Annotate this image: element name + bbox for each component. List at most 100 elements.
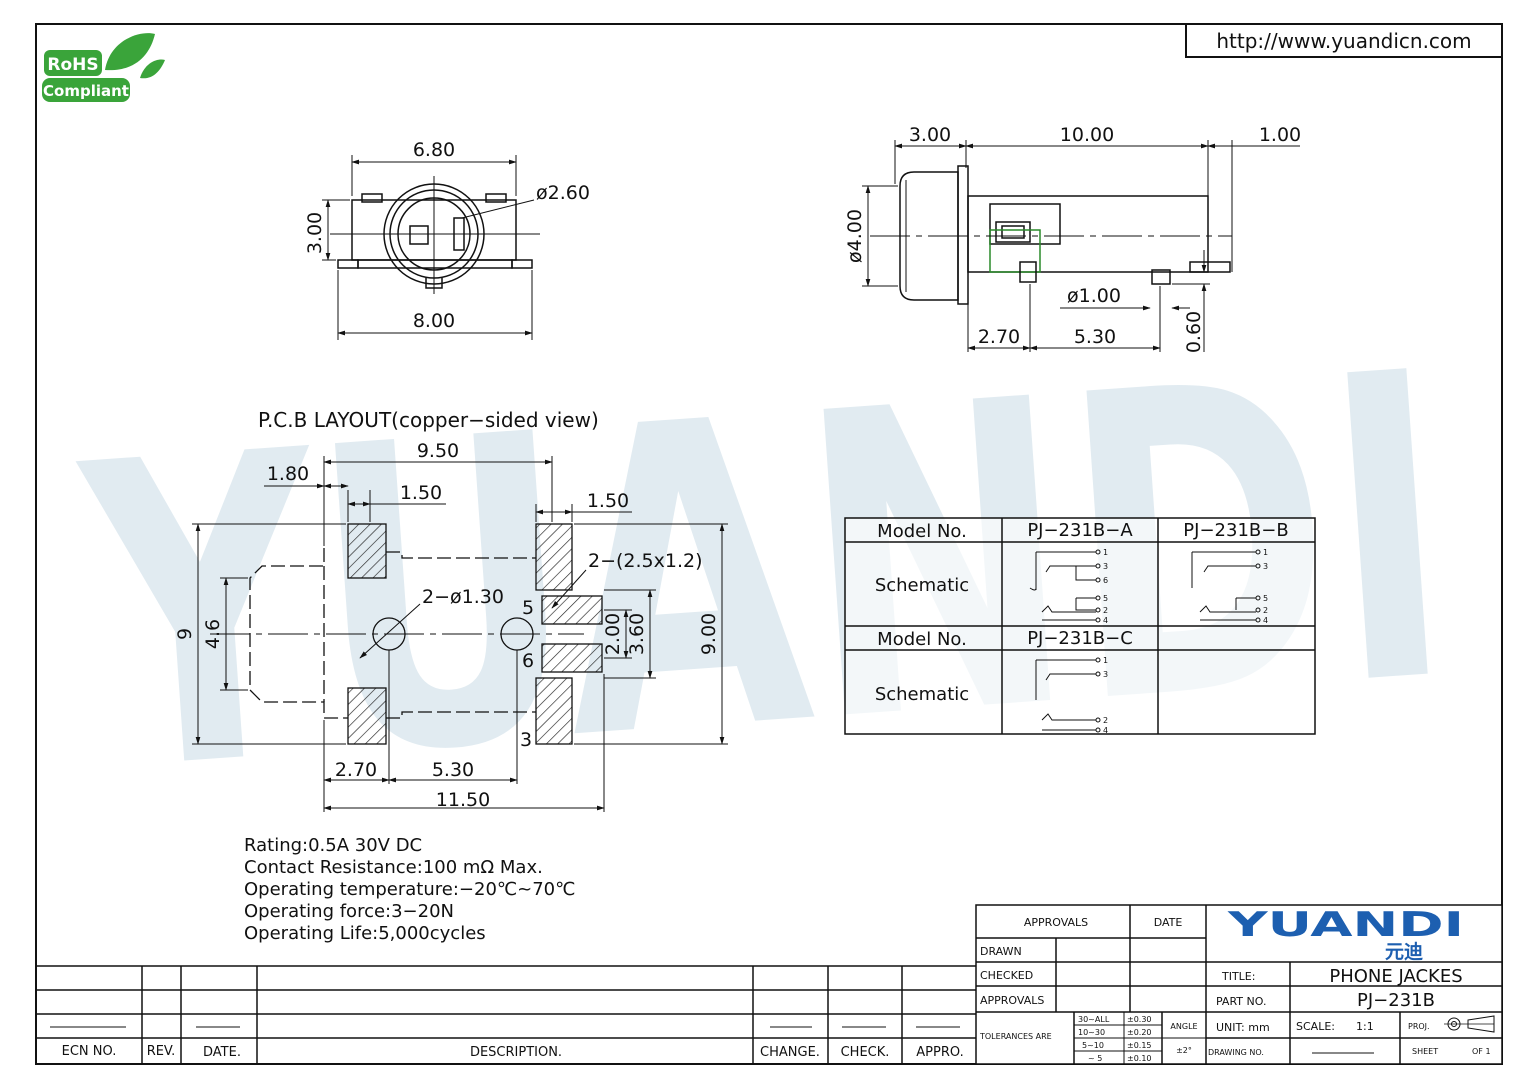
- tb-date-header: DATE: [1154, 916, 1183, 929]
- rev-rev: REV.: [147, 1044, 176, 1059]
- rev-ecn: ECN NO.: [62, 1044, 117, 1059]
- pcb-b3: 11.50: [436, 789, 490, 811]
- tb-sheet: SHEET: [1412, 1047, 1438, 1056]
- tb-angle: ANGLE: [1170, 1022, 1197, 1031]
- tb-tolerances: TOLERANCES ARE: [979, 1032, 1052, 1041]
- side-d6: 0.60: [1183, 311, 1205, 353]
- url-box: [1185, 23, 1503, 58]
- pcb-b1: 2.70: [335, 759, 377, 781]
- svg-text:±0.10: ±0.10: [1127, 1054, 1152, 1063]
- spec-life: Operating Life:5,000cycles: [244, 923, 486, 944]
- tb-drawing-no: DRAWING NO.: [1208, 1048, 1264, 1057]
- pin-5-label: 5: [522, 597, 534, 619]
- tb-part-label: PART NO.: [1216, 995, 1266, 1008]
- tb-checked: CHECKED: [980, 969, 1033, 982]
- svg-text:2: 2: [1263, 606, 1268, 615]
- model-label-1: Model No.: [877, 521, 967, 542]
- front-top-dim: 6.80: [413, 139, 455, 161]
- svg-text:±0.30: ±0.30: [1127, 1015, 1152, 1024]
- pcb-h5: 9.00: [698, 613, 720, 655]
- svg-text:5: 5: [1263, 594, 1268, 603]
- side-d1: 3.00: [909, 124, 951, 146]
- rev-desc: DESCRIPTION.: [470, 1045, 562, 1060]
- rohs-logo: RoHS Compliant: [42, 33, 165, 102]
- tb-drawn: DRAWN: [980, 945, 1022, 958]
- rev-appro: APPRO.: [916, 1045, 963, 1060]
- pin-6-label: 6: [522, 650, 534, 672]
- svg-text:3: 3: [1103, 562, 1108, 571]
- pcb-layout: [192, 456, 728, 812]
- svg-text:±0.20: ±0.20: [1127, 1028, 1152, 1037]
- svg-text:1: 1: [1103, 548, 1108, 557]
- pcb-w1: 9.50: [417, 440, 459, 462]
- svg-text:~ 5: ~ 5: [1088, 1054, 1102, 1063]
- schematic-label-1: Schematic: [875, 575, 969, 596]
- schematic-a-pins: 1 3 6 5 2 4: [1103, 548, 1108, 625]
- compliant-text: Compliant: [43, 82, 129, 100]
- svg-text:30~ALL: 30~ALL: [1078, 1015, 1110, 1024]
- tb-scale-value: 1:1: [1356, 1020, 1374, 1033]
- revision-block: [36, 965, 976, 1064]
- svg-text:1: 1: [1263, 548, 1268, 557]
- schematic-label-2: Schematic: [875, 684, 969, 705]
- side-d2: 10.00: [1060, 124, 1114, 146]
- svg-text:4: 4: [1263, 616, 1268, 625]
- logo-cn: 元迪: [1385, 941, 1423, 963]
- svg-text:6: 6: [1103, 576, 1108, 585]
- model-label-2: Model No.: [877, 629, 967, 650]
- tb-title-value: PHONE JACKES: [1329, 966, 1462, 987]
- tb-proj: PROJ.: [1408, 1022, 1430, 1031]
- tb-approvals-header: APPROVALS: [1024, 916, 1088, 929]
- url-text[interactable]: http://www.yuandicn.com: [1216, 29, 1471, 53]
- model-c: PJ−231B−C: [1027, 628, 1133, 649]
- front-view: [322, 155, 540, 340]
- rohs-text: RoHS: [47, 55, 98, 75]
- tb-of: OF 1: [1472, 1047, 1491, 1056]
- specs-list: Rating:0.5A 30V DC Contact Resistance:10…: [244, 835, 575, 944]
- side-d3: 1.00: [1259, 124, 1301, 146]
- side-dia: ø4.00: [844, 209, 866, 263]
- logo-text: YUANDI: [1226, 905, 1464, 945]
- tb-approvals: APPROVALS: [980, 994, 1044, 1007]
- svg-text:1: 1: [1103, 656, 1108, 665]
- rev-change: CHANGE.: [760, 1045, 820, 1060]
- front-hole-dim: ø2.60: [536, 182, 590, 204]
- svg-text:±0.15: ±0.15: [1127, 1041, 1152, 1050]
- svg-text:4: 4: [1103, 726, 1108, 735]
- tb-angle-tol: ±2°: [1176, 1046, 1192, 1055]
- pcb-pad-dim: 2−(2.5x1.2): [588, 550, 703, 572]
- schematic-c-pins: 1 3 2 4: [1103, 656, 1108, 735]
- spec-temperature: Operating temperature:−20℃~70℃: [244, 879, 575, 900]
- model-table: [844, 517, 1316, 735]
- pcb-w3: 1.50: [400, 482, 442, 504]
- svg-text:5: 5: [1103, 594, 1108, 603]
- model-a: PJ−231B−A: [1027, 520, 1133, 541]
- tolerance-table: 30~ALL ±0.30 10~30 ±0.20 5~10 ±0.15 ~ 5 …: [1078, 1015, 1152, 1063]
- sheet-border: [35, 23, 1503, 1065]
- pcb-h3: 2.00: [602, 613, 624, 655]
- spec-force: Operating force:3−20N: [244, 901, 454, 922]
- schematic-b-pins: 1 3 5 2 4: [1263, 548, 1268, 625]
- svg-text:3: 3: [1263, 562, 1268, 571]
- pin-3-label: 3: [520, 729, 532, 751]
- front-height-dim: 3.00: [304, 212, 326, 254]
- svg-text:2: 2: [1103, 606, 1108, 615]
- svg-text:5~10: 5~10: [1082, 1041, 1104, 1050]
- svg-text:2: 2: [1103, 716, 1108, 725]
- side-d4: 2.70: [978, 326, 1020, 348]
- pcb-h2: 4.6: [202, 619, 224, 649]
- pcb-h1: 9: [174, 628, 196, 640]
- pcb-holes-dim: 2−ø1.30: [422, 586, 504, 608]
- pcb-title: P.C.B LAYOUT(copper−sided view): [258, 408, 599, 432]
- tb-part-value: PJ−231B: [1357, 990, 1435, 1011]
- tb-title-label: TITLE:: [1221, 970, 1255, 983]
- yuandi-logo: YUANDI 元迪: [1226, 905, 1464, 963]
- pcb-w4: 1.50: [587, 490, 629, 512]
- spec-rating: Rating:0.5A 30V DC: [244, 835, 422, 856]
- tb-unit: UNIT: mm: [1216, 1021, 1270, 1034]
- side-view: [862, 140, 1300, 352]
- pcb-h4: 3.60: [626, 613, 648, 655]
- tb-scale-label: SCALE:: [1296, 1020, 1335, 1033]
- title-block: [975, 904, 1503, 1065]
